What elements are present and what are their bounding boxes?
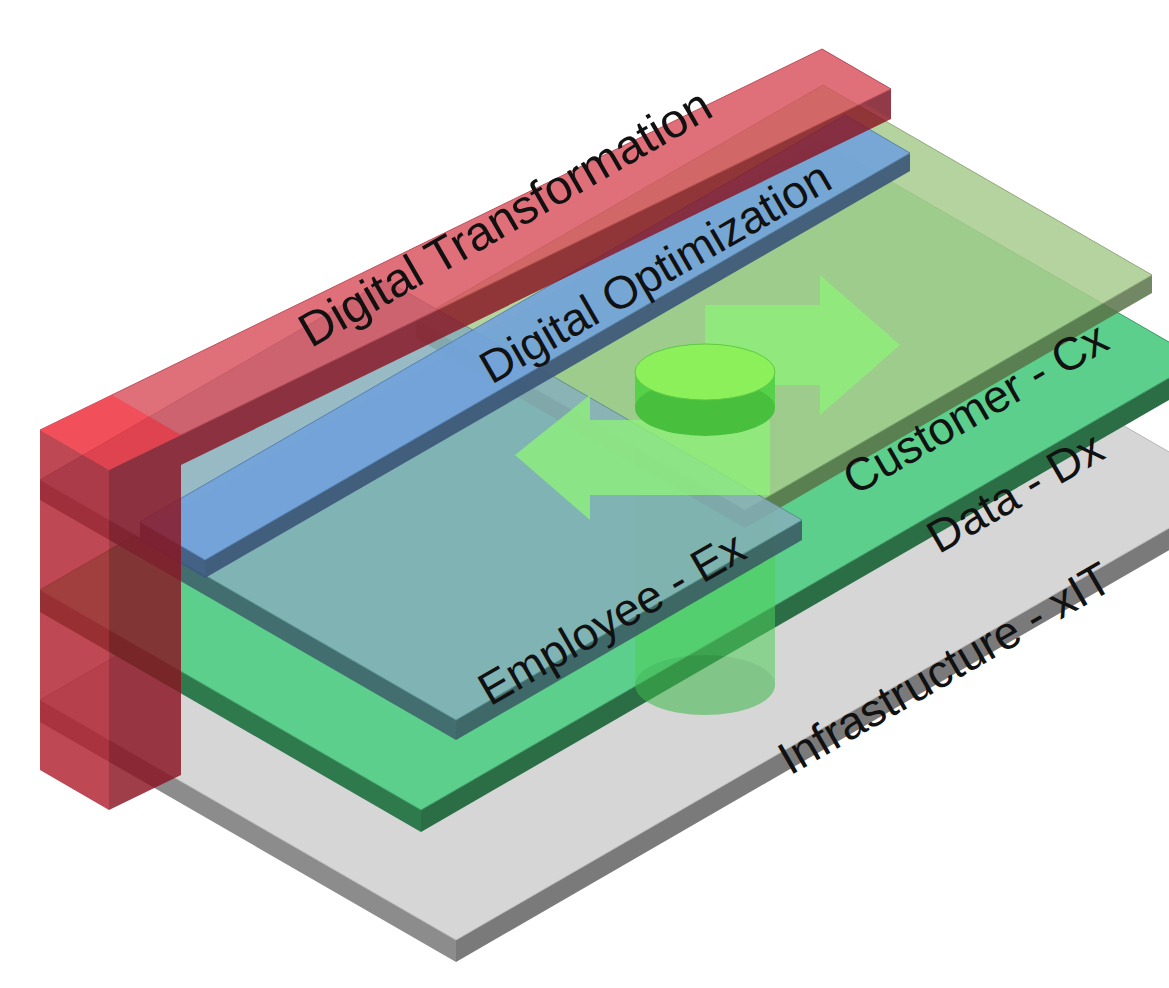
data-cylinder-top xyxy=(635,344,775,436)
transformation-frame xyxy=(40,49,891,810)
